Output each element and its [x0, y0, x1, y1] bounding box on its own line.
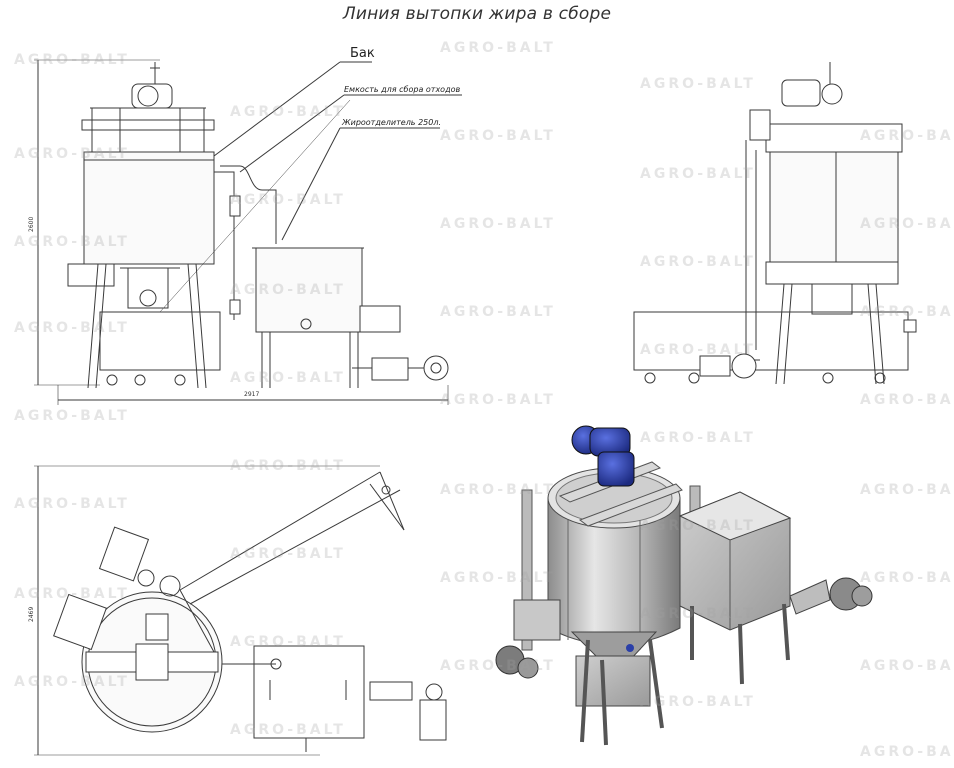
- side-view: [633, 62, 917, 385]
- callout-tank: Бак: [350, 46, 375, 61]
- plan-view: [34, 465, 447, 756]
- callout-waste-container: Емкость для сбора отходов: [344, 85, 461, 94]
- dimension-front-height: 2600: [28, 216, 35, 232]
- drawing-title: Линия вытопки жира в сборе: [342, 4, 612, 24]
- callout-fat-separator: Жироотделитель 250л.: [342, 118, 441, 127]
- dimension-front-width: 2917: [244, 391, 260, 398]
- front-view: [34, 59, 462, 405]
- isometric-view: [495, 425, 873, 746]
- dimension-plan-height: 2469: [28, 606, 35, 622]
